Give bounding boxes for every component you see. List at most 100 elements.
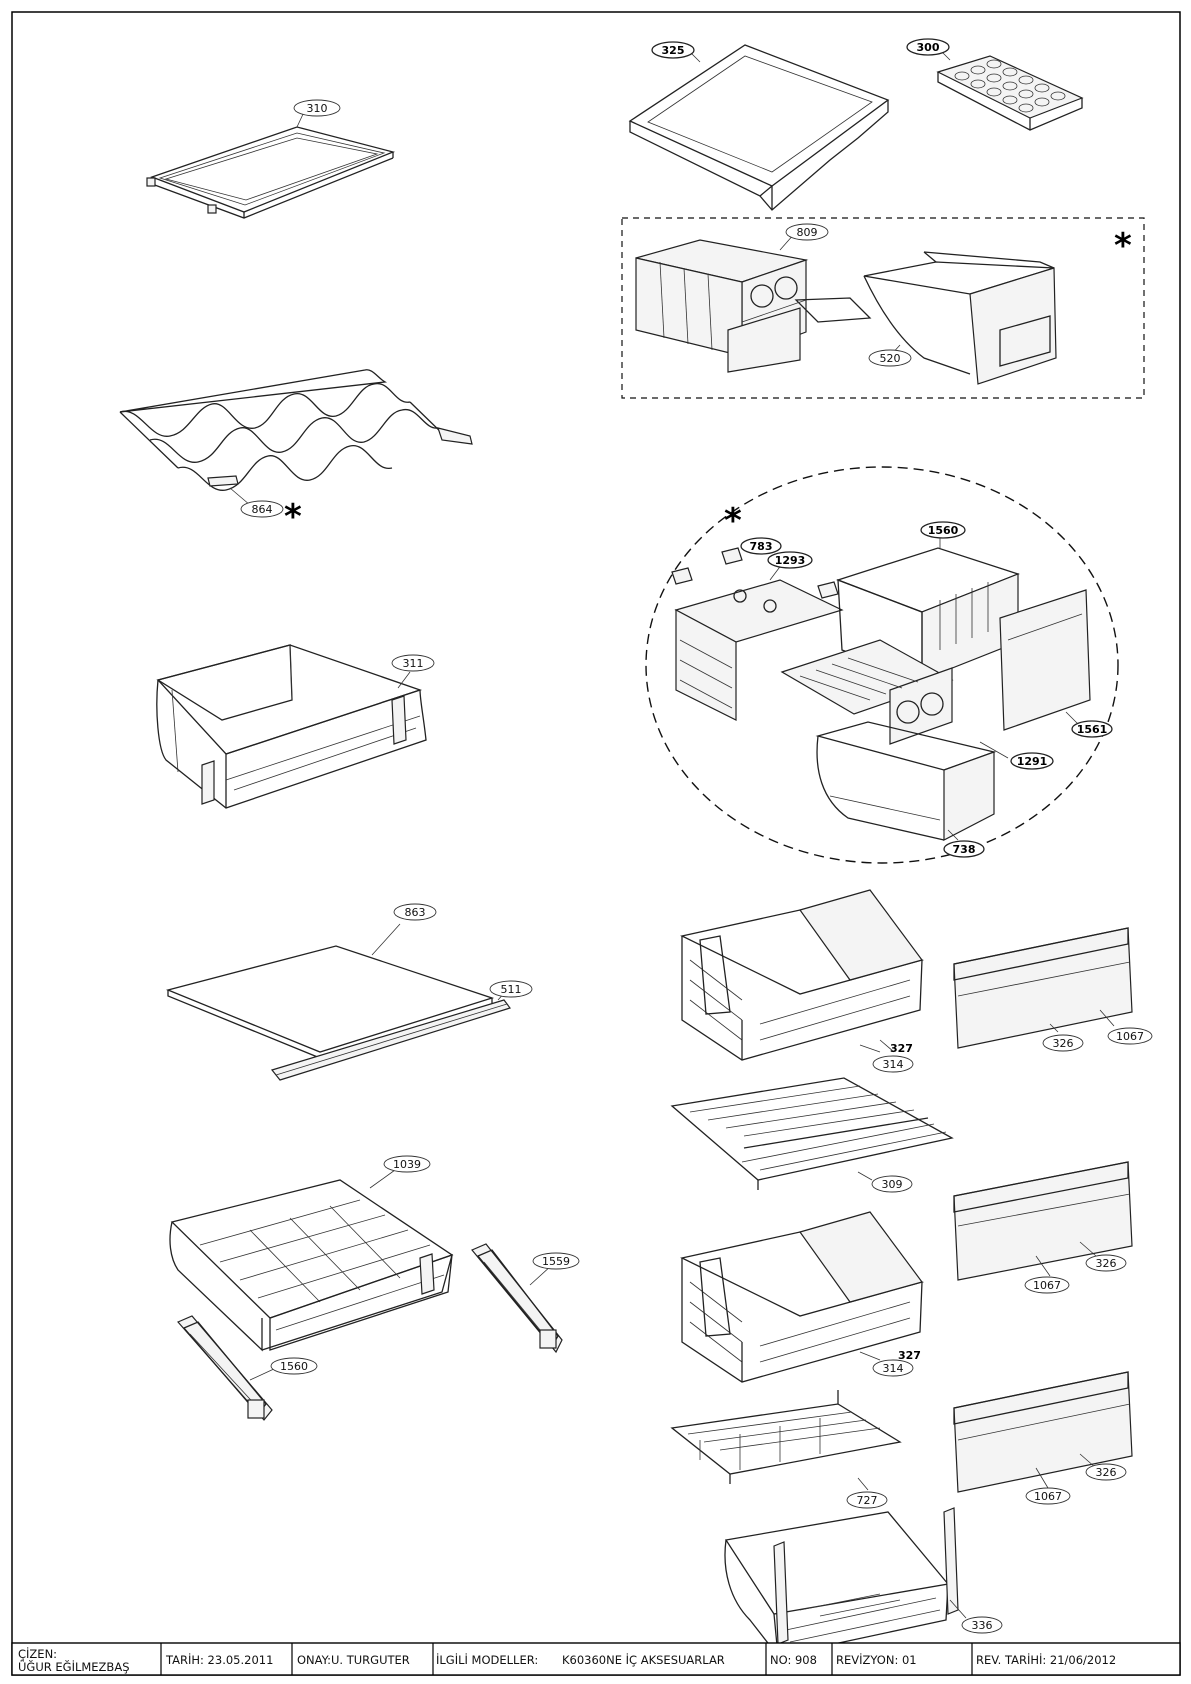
- svg-text:520: 520: [880, 352, 901, 365]
- revision-field: REVİZYON: 01: [836, 1652, 917, 1667]
- callout-310: 310: [293, 99, 341, 117]
- svg-text:325: 325: [662, 44, 685, 57]
- drawing-number: NO: 908: [770, 1653, 817, 1667]
- svg-text:311: 311: [403, 657, 424, 670]
- svg-text:1039: 1039: [393, 1158, 421, 1171]
- svg-text:863: 863: [405, 906, 426, 919]
- asterisk-marker-assembly: *: [724, 501, 742, 541]
- part-809-ice-maker: [635, 232, 872, 373]
- svg-text:1067: 1067: [1033, 1279, 1061, 1292]
- callout-520: 520: [868, 349, 912, 367]
- svg-text:310: 310: [307, 102, 328, 115]
- optional-group-box-809-520: [621, 217, 1145, 399]
- approved-field: ONAY:U. TURGUTER: [297, 1653, 410, 1667]
- part-1559-slide-rail: [471, 1243, 563, 1354]
- models-label: İLGİLİ MODELLER:: [436, 1652, 538, 1667]
- svg-text:314: 314: [883, 1362, 904, 1375]
- revision-date: REV. TARİHİ: 21/06/2012: [976, 1652, 1116, 1667]
- part-310-shelf-frame: [146, 111, 396, 219]
- callout-1560-assembly: 1560: [920, 521, 966, 539]
- title-block: ÇİZEN: ÜĞUR EĞİLMEZBAŞ TARİH: 23.05.2011…: [11, 1642, 1181, 1676]
- part-325-tray: [628, 44, 890, 211]
- callout-863: 863: [393, 903, 437, 921]
- callout-327-upper: 327: [890, 1042, 913, 1055]
- svg-text:511: 511: [501, 983, 522, 996]
- part-738-ice-drawer: [815, 721, 997, 841]
- svg-text:309: 309: [882, 1178, 903, 1191]
- callout-1067-middle: 1067: [1024, 1276, 1070, 1294]
- optional-group-ellipse-ice-assembly: [645, 466, 1119, 864]
- callout-1560-left: 1560: [270, 1357, 318, 1375]
- callout-309: 309: [871, 1175, 913, 1193]
- drawn-by-value: ÜĞUR EĞİLMEZBAŞ: [18, 1658, 130, 1674]
- asterisk-marker-864: *: [284, 497, 302, 537]
- svg-text:1560: 1560: [928, 524, 959, 537]
- callout-327-lower: 327: [898, 1349, 921, 1362]
- part-326-front-panel-lower: [953, 1371, 1133, 1493]
- part-783-clip: [671, 547, 839, 599]
- part-336-bottom-drawer: [724, 1507, 967, 1657]
- svg-text:727: 727: [857, 1494, 878, 1507]
- svg-text:327: 327: [890, 1042, 913, 1055]
- part-1293-ice-maker-housing: [674, 563, 844, 721]
- callout-336: 336: [961, 1616, 1003, 1634]
- svg-text:326: 326: [1096, 1257, 1117, 1270]
- callout-1291: 1291: [1010, 752, 1054, 770]
- svg-text:809: 809: [797, 226, 818, 239]
- drawn-by-label: ÇİZEN:: [18, 1646, 57, 1661]
- callout-311: 311: [391, 654, 435, 672]
- callout-1039: 1039: [383, 1155, 431, 1173]
- part-864-wine-rack: [119, 369, 473, 506]
- part-300-ice-tray: [936, 49, 1084, 131]
- svg-text:326: 326: [1053, 1037, 1074, 1050]
- part-326-front-panel-middle: [953, 1161, 1133, 1281]
- svg-text:783: 783: [750, 540, 773, 553]
- callout-300: 300: [906, 38, 950, 56]
- part-863-glass-panel: [165, 923, 495, 1059]
- models-value: K60360NE İÇ AKSESUARLAR: [562, 1652, 725, 1667]
- part-727-wire-shelf: [670, 1390, 902, 1491]
- callout-314-upper: 314: [872, 1055, 914, 1073]
- svg-text:738: 738: [953, 843, 976, 856]
- date-field: TARİH: 23.05.2011: [165, 1652, 273, 1667]
- part-520-ice-bin: [863, 251, 1057, 385]
- callout-314-lower: 314: [872, 1359, 914, 1377]
- svg-text:1293: 1293: [775, 554, 806, 567]
- svg-text:327: 327: [898, 1349, 921, 1362]
- svg-text:1067: 1067: [1034, 1490, 1062, 1503]
- part-1291-ice-maker-unit: [780, 639, 1009, 759]
- callout-864: 864: [240, 500, 284, 518]
- callout-326-upper: 326: [1042, 1034, 1084, 1052]
- callout-1067-lower: 1067: [1025, 1487, 1071, 1505]
- callout-1561: 1561: [1071, 720, 1113, 738]
- svg-text:864: 864: [252, 503, 273, 516]
- svg-text:326: 326: [1096, 1466, 1117, 1479]
- svg-text:1561: 1561: [1077, 723, 1108, 736]
- svg-text:300: 300: [917, 41, 940, 54]
- part-309-wire-shelf: [670, 1077, 954, 1190]
- callout-326-middle: 326: [1085, 1254, 1127, 1272]
- callout-738: 738: [943, 840, 985, 858]
- svg-text:336: 336: [972, 1619, 993, 1632]
- callout-325: 325: [651, 41, 695, 59]
- svg-text:1291: 1291: [1017, 755, 1048, 768]
- part-311-crisper-bin: [156, 644, 427, 809]
- part-314-freezer-basket-lower: [680, 1211, 925, 1383]
- callout-1067-upper: 1067: [1107, 1027, 1153, 1045]
- part-1560-slide-rail: [177, 1315, 277, 1421]
- callout-511: 511: [489, 980, 533, 998]
- callout-783: 783: [740, 537, 782, 555]
- callout-1559: 1559: [532, 1252, 580, 1270]
- part-314-freezer-basket-upper: [680, 889, 925, 1061]
- svg-text:1560: 1560: [280, 1360, 308, 1373]
- callout-326-lower: 326: [1085, 1463, 1127, 1481]
- part-326-front-panel-upper: [953, 927, 1133, 1049]
- callout-809: 809: [785, 223, 829, 241]
- svg-text:1559: 1559: [542, 1255, 570, 1268]
- part-1039-drawer: [169, 1169, 454, 1352]
- part-511-trim-strip: [270, 990, 511, 1081]
- asterisk-marker-809: *: [1114, 226, 1132, 266]
- part-1561-front-cover: [999, 589, 1091, 731]
- callout-727: 727: [846, 1491, 888, 1509]
